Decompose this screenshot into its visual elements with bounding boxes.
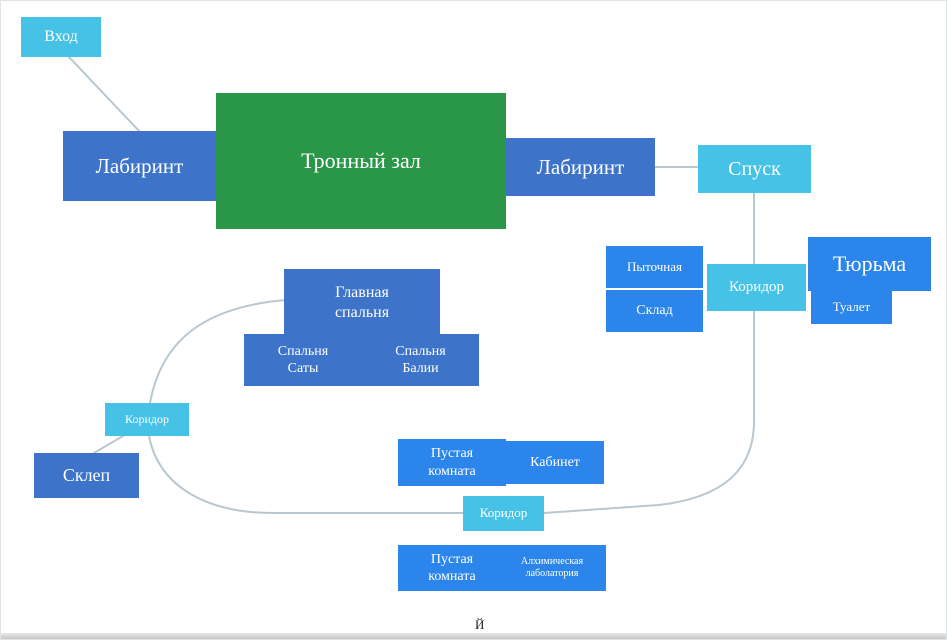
node-labyrinth-right[interactable]: Лабиринт [506,138,655,196]
node-alchemy-lab[interactable]: Алхимическая лаболатория [498,545,606,591]
node-bedroom-sata[interactable]: Спальня Саты [244,334,362,386]
edge-bedroom-corridor-left [149,299,287,404]
node-main-bedroom[interactable]: Главная спальня [284,269,440,341]
node-office[interactable]: Кабинет [506,441,604,484]
node-entrance[interactable]: Вход [21,17,101,57]
edge-entrance-labyrinth [68,56,142,134]
node-corridor-right[interactable]: Коридор [707,264,806,311]
node-corridor-left[interactable]: Коридор [105,403,189,436]
node-bedroom-balia[interactable]: Спальня Балии [362,334,479,386]
node-crypt[interactable]: Склеп [34,453,139,498]
stray-bottom-glyph: Й [475,617,485,632]
node-warehouse[interactable]: Склад [606,290,703,332]
node-descent[interactable]: Спуск [698,145,811,193]
node-labyrinth-left[interactable]: Лабиринт [63,131,216,201]
bottom-edge-bar [1,633,946,639]
node-throne-hall[interactable]: Тронный зал [216,93,506,229]
node-prison[interactable]: Тюрьма [808,237,931,291]
node-corridor-center[interactable]: Коридор [463,496,544,531]
edge-corridor-right-down [543,310,755,514]
edge-corridor-left-crypt [93,435,124,454]
edge-corridor-left-center [148,435,464,514]
node-torture-room[interactable]: Пыточная [606,246,703,288]
node-empty-room-top[interactable]: Пустая комната [398,439,506,486]
node-empty-room-bottom[interactable]: Пустая комната [398,545,506,591]
node-toilet[interactable]: Туалет [811,291,892,324]
